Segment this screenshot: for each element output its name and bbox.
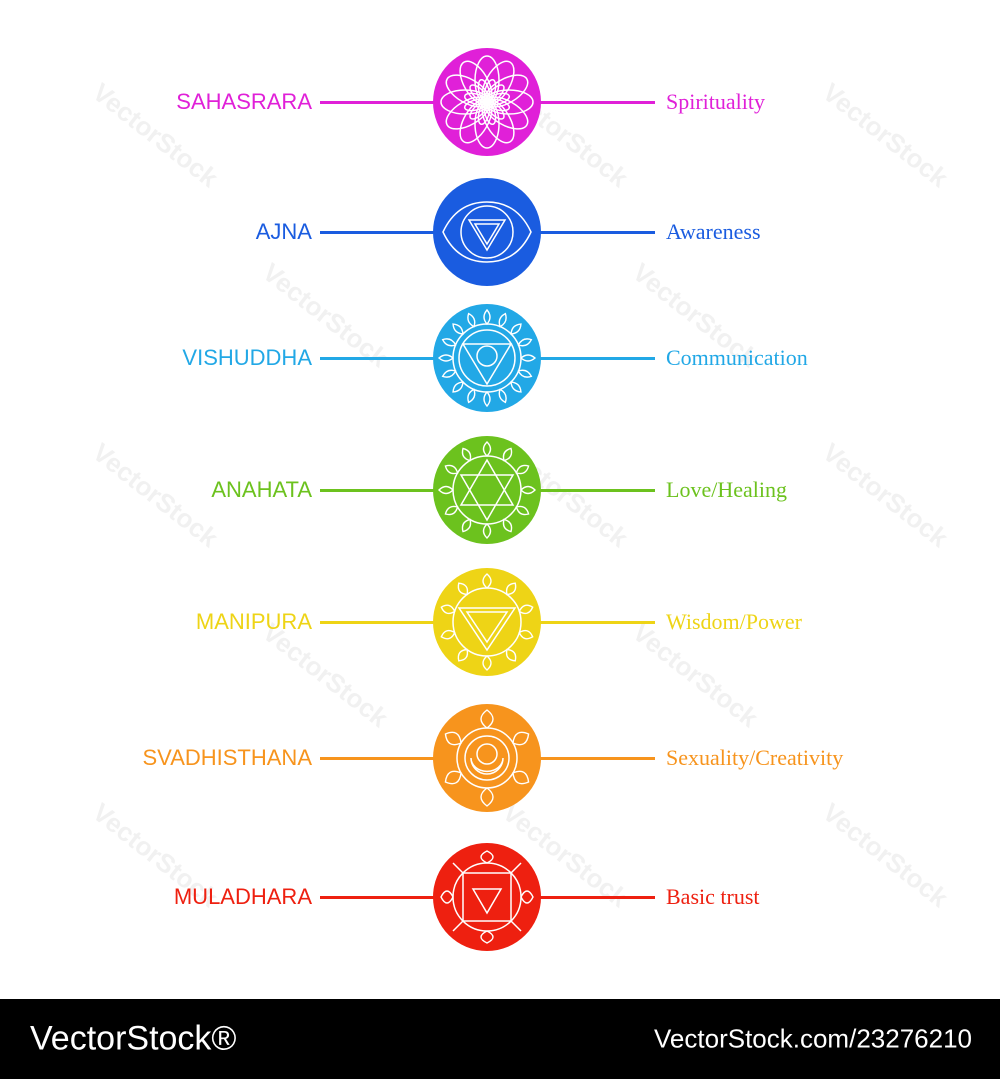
connector-line-right [535,621,655,624]
chakra-row: SAHASRARA Spirituality [0,0,1000,156]
footer-brand: VectorStock® [30,1019,237,1058]
watermark-text: VectorStock [817,797,954,914]
chakra-name: AJNA [255,219,312,244]
connector-line-left [320,231,440,234]
throat-triangle-icon [433,304,541,412]
chakra-row: MANIPURA Wisdom/Power [0,0,1000,676]
chakra-name: SVADHISTHANA [142,745,312,770]
connector-line-right [535,757,655,760]
connector-line-right [535,896,655,899]
crescent-lotus-icon [433,704,541,812]
square-triangle-icon [433,843,541,951]
connector-line-left [320,757,440,760]
connector-line-left [320,101,440,104]
chakra-row: MULADHARA Basic trust [0,0,1000,951]
connector-line-right [535,231,655,234]
chakra-row: ANAHATA Love/Healing [0,0,1000,544]
chakra-meaning: Basic trust [666,884,760,909]
chakra-name: ANAHATA [211,477,312,502]
chakra-meaning: Awareness [666,219,761,244]
lotus-icon [433,48,541,156]
chakra-meaning: Communication [666,345,808,370]
chakra-name: MULADHARA [173,884,312,909]
connector-line-right [535,101,655,104]
chakra-name: SAHASRARA [176,89,312,114]
chakra-row: SVADHISTHANA Sexuality/Creativity [0,0,1000,812]
connector-line-left [320,896,440,899]
chakra-meaning: Love/Healing [666,477,787,502]
connector-line-right [535,357,655,360]
connector-line-left [320,621,440,624]
connector-line-left [320,357,440,360]
chakra-name: VISHUDDHA [182,345,312,370]
hexagram-icon [433,436,541,544]
footer-image-id: VectorStock.com/23276210 [654,1023,972,1054]
solar-triangle-icon [433,568,541,676]
watermark-text: VectorStock [87,437,224,554]
chakra-meaning: Spirituality [666,89,765,114]
connector-line-left [320,489,440,492]
connector-line-right [535,489,655,492]
chakra-row: AJNA Awareness [0,0,1000,286]
footer-bar: VectorStock® VectorStock.com/23276210 [0,999,1000,1079]
chakra-row: VISHUDDHA Communication [0,0,1000,412]
watermark-text: VectorStock [817,437,954,554]
chakra-name: MANIPURA [195,609,312,634]
chakra-meaning: Sexuality/Creativity [666,745,844,770]
third-eye-icon [433,178,541,286]
chakra-meaning: Wisdom/Power [666,609,802,634]
